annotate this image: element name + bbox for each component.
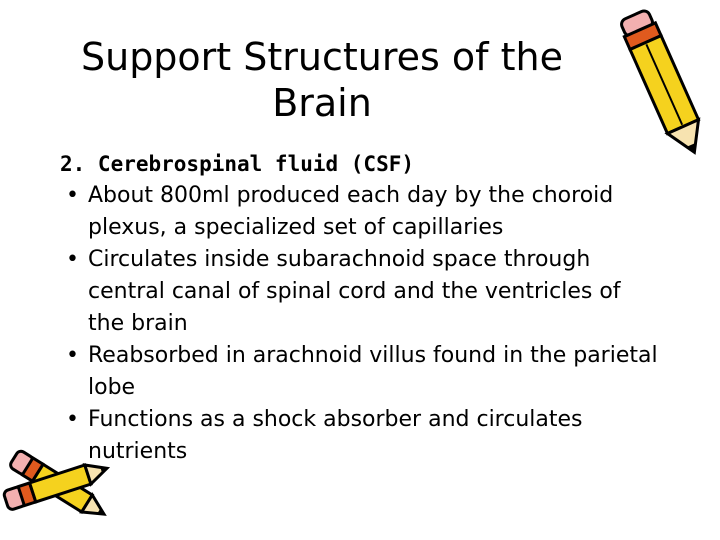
slide-body: 2. Cerebrospinal fluid (CSF) • About 800… <box>60 148 660 468</box>
section-heading: 2. Cerebrospinal fluid (CSF) <box>60 152 415 176</box>
bullet-item: • About 800ml produced each day by the c… <box>60 180 660 244</box>
crossed-pencils-clipart-icon <box>2 449 111 516</box>
bullet-text: Reabsorbed in arachnoid villus found in … <box>88 343 658 400</box>
bullet-marker: • <box>66 247 79 272</box>
bullet-item: • Circulates inside subarachnoid space t… <box>60 244 660 340</box>
bullet-marker: • <box>66 183 79 208</box>
bullet-list: • About 800ml produced each day by the c… <box>60 180 660 468</box>
pencil-clipart-icon <box>620 9 701 155</box>
bullet-text: About 800ml produced each day by the cho… <box>88 183 614 240</box>
slide-title: Support Structures of the Brain <box>80 35 563 125</box>
bullet-marker: • <box>66 343 79 368</box>
bullet-item: • Reabsorbed in arachnoid villus found i… <box>60 340 660 404</box>
bullet-text: Circulates inside subarachnoid space thr… <box>88 247 621 336</box>
bullet-text: Functions as a shock absorber and circul… <box>88 407 583 464</box>
bullet-marker: • <box>66 407 79 432</box>
bullet-item: • Functions as a shock absorber and circ… <box>60 404 660 468</box>
